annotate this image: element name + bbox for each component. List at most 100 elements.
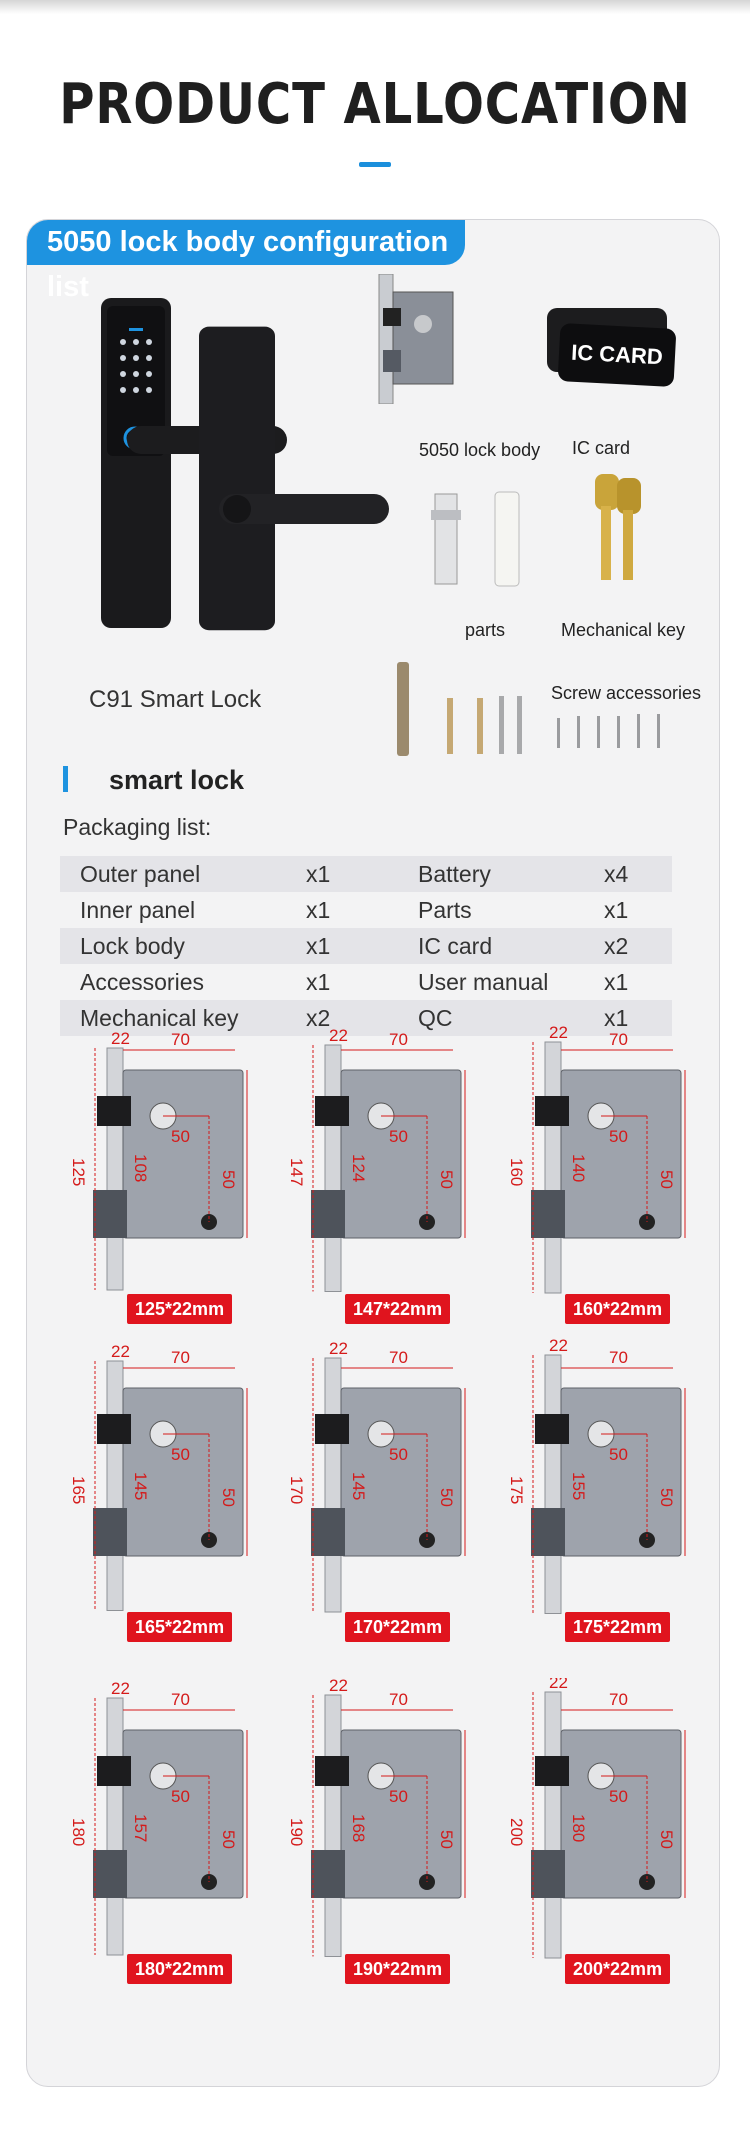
ic-card-caption: IC card — [572, 438, 631, 458]
size-badge: 175*22mm — [565, 1612, 671, 1642]
dim-center: 50 — [389, 1445, 408, 1464]
packaging-label: Packaging list: — [63, 814, 212, 840]
dim-center: 50 — [609, 1127, 628, 1146]
packaging-qty: x2 — [604, 933, 629, 959]
size-badge: 170*22mm — [345, 1612, 451, 1642]
faceplate — [324, 1357, 342, 1613]
faceplate — [324, 1044, 342, 1292]
section-marker — [63, 766, 68, 792]
lock-body-caption: 5050 lock body — [419, 440, 541, 460]
packaging-item: Battery — [418, 861, 491, 887]
faceplate — [106, 1047, 124, 1291]
latch-bolt — [535, 1096, 569, 1126]
latch-bolt — [97, 1756, 131, 1786]
dim-length: 170 — [287, 1476, 306, 1504]
dim-width: 70 — [389, 1348, 408, 1367]
lock-body-image — [378, 274, 454, 404]
smart-lock-image — [101, 298, 389, 631]
dim-height: 101 — [469, 1150, 473, 1178]
parts-caption: parts — [465, 620, 506, 640]
faceplate — [544, 1691, 562, 1959]
dim-length: 200 — [507, 1818, 526, 1846]
size-badge: 160*22mm — [565, 1294, 671, 1324]
dim-width: 70 — [389, 1030, 408, 1049]
latch-bolt — [535, 1414, 569, 1444]
dim-backset: 22 — [549, 1023, 568, 1042]
dim-center: 50 — [171, 1445, 190, 1464]
dead-bolt — [93, 1190, 127, 1238]
configuration-panel: 5050 lock body configuration list C91 Sm… — [26, 219, 720, 2087]
latch-bolt — [97, 1096, 131, 1126]
dim-height: 101 — [689, 1150, 693, 1178]
latch-bolt — [315, 1756, 349, 1786]
packaging-item: Parts — [418, 897, 472, 923]
packaging-qty: x1 — [306, 897, 331, 923]
dim-inner: 145 — [349, 1472, 368, 1500]
packaging-qty: x1 — [306, 969, 331, 995]
faceplate — [324, 1694, 342, 1957]
dim-width: 70 — [171, 1030, 190, 1049]
dim-height: 101 — [251, 1150, 255, 1178]
dim-height: 101 — [689, 1468, 693, 1496]
dim-drop: 50 — [657, 1170, 676, 1189]
dead-bolt — [311, 1850, 345, 1898]
dim-inner: 140 — [569, 1154, 588, 1182]
size-badge: 180*22mm — [127, 1954, 233, 1984]
size-badge: 125*22mm — [127, 1294, 233, 1324]
ic-card-image: IC CARD — [547, 308, 677, 387]
dim-backset: 22 — [111, 1029, 130, 1048]
faceplate — [106, 1360, 124, 1611]
dim-drop: 50 — [219, 1170, 238, 1189]
packaging-qty: x1 — [604, 969, 629, 995]
dim-center: 50 — [171, 1787, 190, 1806]
latch-bolt — [315, 1414, 349, 1444]
dim-inner: 155 — [569, 1472, 588, 1500]
dim-length: 125 — [69, 1158, 88, 1186]
dead-bolt — [531, 1508, 565, 1556]
screw-accessories-caption: Screw accessories — [551, 683, 702, 703]
parts-image — [431, 491, 520, 587]
screw-accessories-image — [397, 662, 660, 756]
dim-length: 175 — [507, 1476, 526, 1504]
packaging-item: IC card — [418, 933, 493, 959]
packaging-item: Outer panel — [80, 861, 201, 887]
dim-inner: 157 — [131, 1814, 150, 1842]
dim-length: 147 — [287, 1158, 306, 1186]
dim-inner: 168 — [349, 1814, 368, 1842]
lock-caption: C91 Smart Lock — [89, 686, 262, 713]
dim-height: 101 — [689, 1810, 693, 1838]
packaging-qty: x2 — [306, 1005, 331, 1031]
dim-backset: 22 — [329, 1678, 348, 1695]
ic-card-print: IC CARD — [557, 323, 677, 387]
dim-center: 50 — [609, 1445, 628, 1464]
dim-height: 101 — [469, 1468, 473, 1496]
dead-bolt — [531, 1850, 565, 1898]
dead-bolt — [311, 1190, 345, 1238]
dim-backset: 22 — [329, 1339, 348, 1358]
dim-width: 70 — [389, 1690, 408, 1709]
dim-height: 101 — [251, 1810, 255, 1838]
dead-bolt — [531, 1190, 565, 1238]
dim-drop: 50 — [657, 1830, 676, 1849]
dim-width: 70 — [609, 1690, 628, 1709]
dead-bolt — [93, 1508, 127, 1556]
latch-bolt — [315, 1096, 349, 1126]
dim-center: 50 — [389, 1787, 408, 1806]
dim-width: 70 — [609, 1030, 628, 1049]
dim-backset: 22 — [549, 1678, 568, 1692]
dim-backset: 22 — [111, 1679, 130, 1698]
dim-length: 180 — [69, 1818, 88, 1846]
packaging-qty: x4 — [604, 861, 629, 887]
packaging-item: Lock body — [80, 933, 185, 959]
